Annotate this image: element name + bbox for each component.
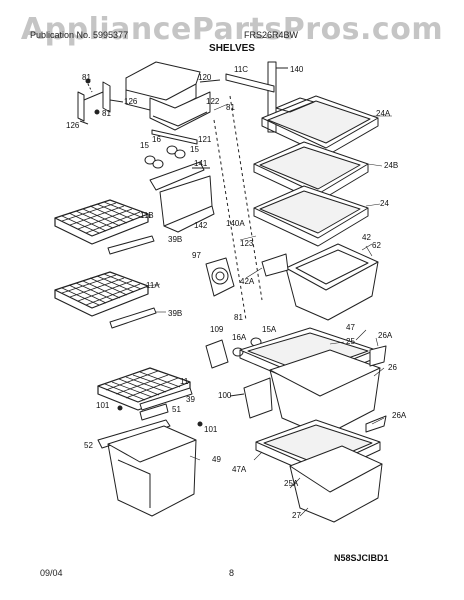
label-81: 81 (226, 103, 235, 112)
label-16: 16 (152, 135, 161, 144)
crisper-pan-26 (229, 345, 387, 437)
label-39: 39 (186, 395, 195, 404)
label-26a: 26A (392, 411, 407, 420)
label-16a: 16A (232, 333, 247, 342)
label-81: 81 (82, 73, 91, 82)
label-100: 100 (218, 391, 232, 400)
label-140a: 140A (226, 219, 245, 228)
footer-date: 09/04 (40, 568, 63, 578)
label-126: 126 (124, 97, 138, 106)
wire-shelf-11b (54, 199, 149, 245)
shelf-bracket-51 (117, 403, 203, 427)
model-number: FRS26R4BW (244, 30, 299, 40)
control-housing-97 (205, 257, 235, 297)
publication-number: Publication No. 5995377 (30, 30, 129, 40)
label-51: 51 (172, 405, 181, 414)
label-26: 26 (388, 363, 397, 372)
label-15: 15 (190, 145, 199, 154)
label-27: 27 (292, 511, 301, 520)
label-15a: 15A (262, 325, 277, 334)
label-11: 11 (180, 377, 189, 386)
label-81: 81 (234, 313, 243, 322)
section-title: SHELVES (209, 43, 255, 54)
label-101: 101 (204, 425, 218, 434)
label-126: 126 (66, 121, 80, 130)
label-142: 142 (194, 221, 208, 230)
label-24b: 24B (384, 161, 399, 170)
label-25a: 25A (284, 479, 299, 488)
label-121: 121 (198, 135, 212, 144)
wire-shelf-11a (54, 271, 149, 317)
label-11a: 11A (146, 281, 160, 290)
label-47: 47 (346, 323, 355, 332)
shelf-trim-39 (139, 387, 193, 411)
meat-pan-62 (261, 243, 379, 321)
label-11b: 11B (140, 211, 154, 220)
crisper-pan-27 (289, 445, 383, 523)
label-81: 81 (102, 109, 111, 118)
label-141: 141 (194, 159, 208, 168)
label-47a: 47A (232, 465, 247, 474)
diagram-code: N58SJCIBD1 (334, 553, 389, 563)
label-39b: 39B (168, 309, 183, 318)
label-24a: 24A (376, 109, 391, 118)
label-42a: 42A (240, 277, 255, 286)
shelf-support-bracket-126 (77, 78, 124, 125)
label-52: 52 (84, 441, 93, 450)
leader-lines (147, 103, 392, 517)
label-101: 101 (96, 401, 110, 410)
label-39b: 39B (168, 235, 183, 244)
shelf-rod-121 (151, 129, 198, 145)
glass-shelf-24 (253, 185, 369, 247)
watermark: AppliancePartsPros.com (20, 12, 444, 47)
shelf-trim-39b-upper (107, 235, 155, 255)
footer-page-number: 8 (229, 568, 235, 578)
label-122: 122 (206, 97, 220, 106)
glass-shelf-24b (253, 141, 369, 203)
label-97: 97 (192, 251, 201, 260)
label-140: 140 (290, 65, 304, 74)
bracket-141 (149, 161, 210, 191)
wire-shelf-11 (97, 367, 191, 411)
drawer-49 (107, 425, 197, 517)
crisper-cover-142 (159, 175, 215, 233)
shelf-trim-39b-lower (109, 307, 157, 329)
label-11c: 11C (234, 65, 249, 74)
label-109: 109 (210, 325, 224, 334)
label-15: 15 (140, 141, 149, 150)
label-62: 62 (372, 241, 381, 250)
end-cap-15-16 (144, 145, 186, 169)
crisper-cover-frame-120 (125, 61, 221, 131)
crisper-cover-25a (255, 419, 381, 479)
label-26a: 26A (378, 331, 393, 340)
label-24: 24 (380, 199, 389, 208)
label-120: 120 (198, 73, 212, 82)
label-25: 25 (346, 337, 355, 346)
glass-shelf-24a (261, 95, 379, 157)
label-123: 123 (240, 239, 254, 248)
label-49: 49 (212, 455, 221, 464)
label-42: 42 (362, 233, 371, 242)
